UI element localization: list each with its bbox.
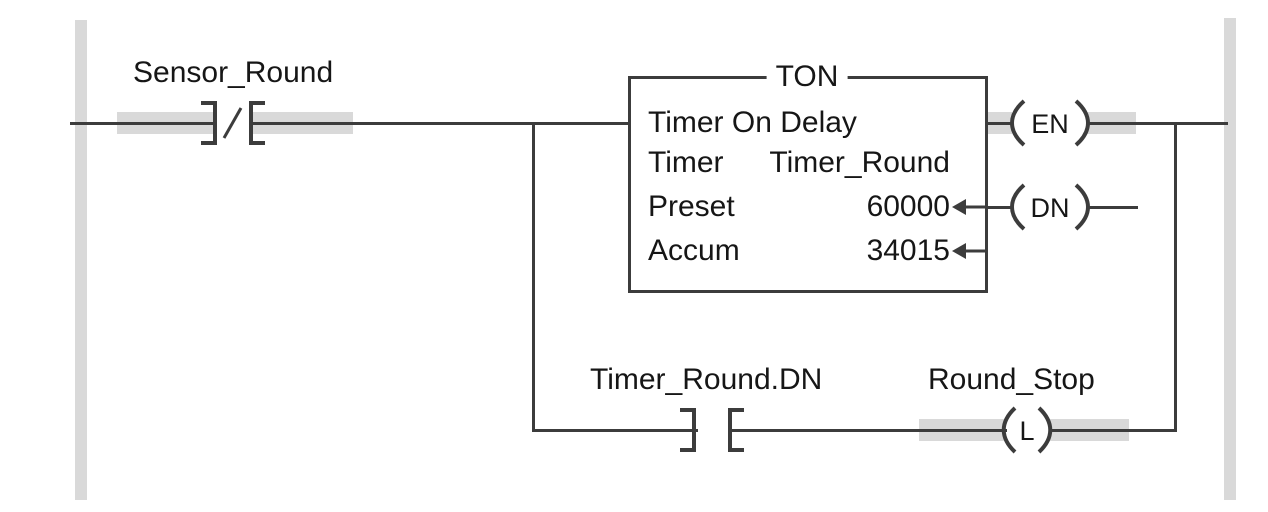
- param-value-preset[interactable]: 60000: [866, 190, 950, 223]
- dn-pin-label: DN: [1031, 193, 1070, 223]
- ton-block-header: TON: [766, 60, 848, 94]
- sensor-round-tag-label[interactable]: Sensor_Round: [133, 56, 334, 89]
- param-value-accum[interactable]: 34015: [866, 234, 950, 267]
- branch-wire: [1049, 429, 1177, 432]
- en-output-coil-icon: EN: [1010, 99, 1090, 147]
- branch-left-vertical-wire: [532, 122, 535, 432]
- contact-bracket-right: [728, 408, 744, 452]
- ton-instruction-block[interactable]: [628, 76, 988, 293]
- rung-wire: [1088, 122, 1228, 125]
- ton-instruction-name: Timer On Delay: [648, 106, 857, 139]
- timer-round-dn-tag-label[interactable]: Timer_Round.DN: [590, 363, 823, 396]
- right-power-rail: [1224, 18, 1236, 500]
- branch-wire: [731, 429, 1007, 432]
- normally-closed-contact-icon[interactable]: [195, 93, 271, 153]
- dn-pin-wire: [1088, 206, 1138, 209]
- nc-slash: [222, 107, 243, 139]
- param-value-timer[interactable]: Timer_Round: [769, 146, 950, 179]
- dn-pin-wire: [986, 206, 1012, 209]
- latch-coil-icon[interactable]: L: [995, 400, 1059, 460]
- param-name-preset: Preset: [648, 190, 735, 223]
- en-pin-wire: [986, 122, 1012, 125]
- dn-output-coil-icon: DN: [1010, 183, 1090, 231]
- latch-coil-letter: L: [1019, 416, 1034, 446]
- normally-open-contact-icon[interactable]: [674, 400, 750, 460]
- contact-bracket-left: [680, 408, 696, 452]
- contact-bracket-left: [201, 101, 217, 145]
- round-stop-tag-label[interactable]: Round_Stop: [928, 363, 1095, 396]
- contact-bracket-right: [249, 101, 265, 145]
- param-name-timer: Timer: [648, 146, 724, 179]
- rung-wire: [252, 122, 630, 125]
- branch-right-vertical-wire: [1174, 122, 1177, 432]
- rung-wire: [70, 122, 216, 125]
- branch-wire: [532, 429, 698, 432]
- left-arrow-icon: [952, 243, 988, 259]
- en-pin-label: EN: [1031, 109, 1069, 139]
- param-name-accum: Accum: [648, 234, 740, 267]
- left-arrow-icon: [952, 199, 988, 215]
- left-power-rail: [75, 20, 87, 500]
